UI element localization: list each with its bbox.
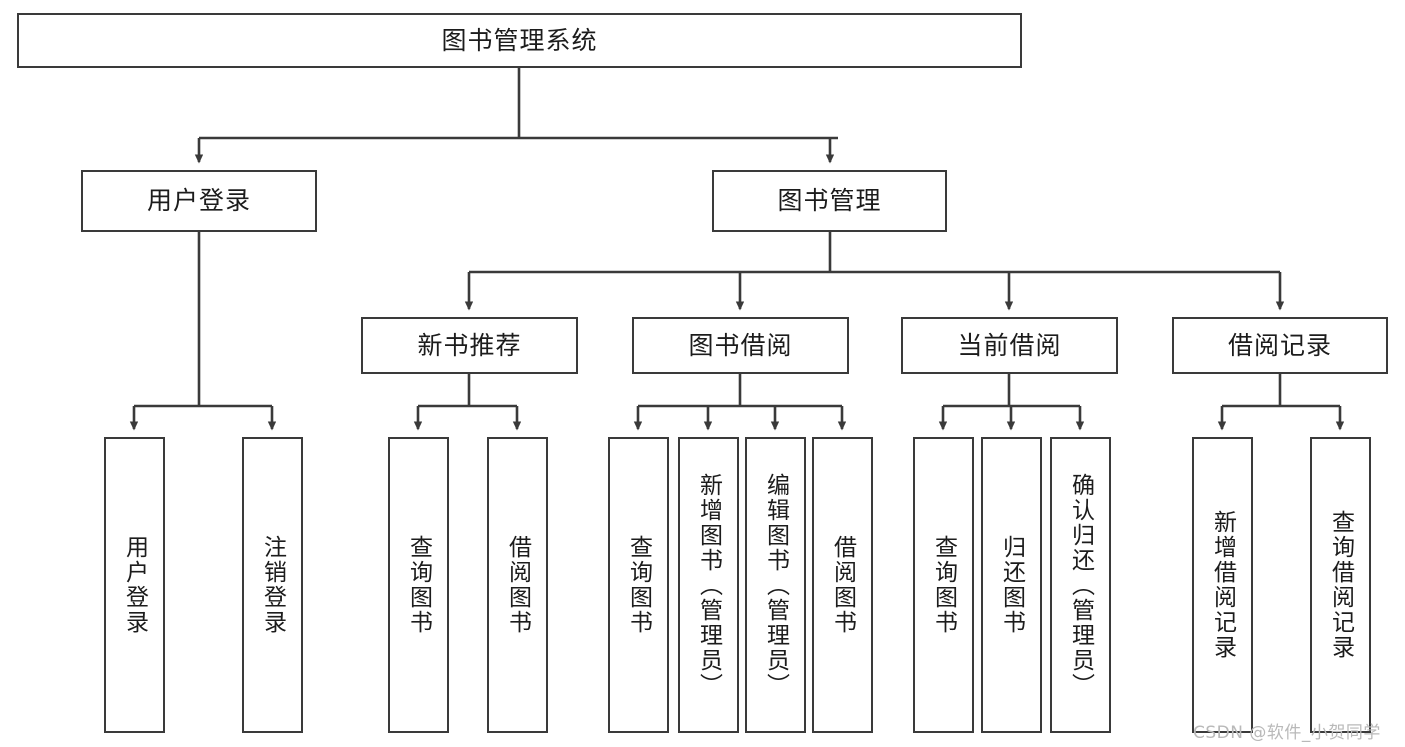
leaf-label: 新增图书（管理员） <box>695 472 722 698</box>
leaf-label: 确认归还（管理员） <box>1067 472 1094 698</box>
node-new-book-recommend[interactable]: 新书推荐 <box>361 317 578 374</box>
leaf-user-login[interactable]: 用户登录 <box>104 437 165 733</box>
leaf-label: 归还图书 <box>998 535 1025 635</box>
leaf-label: 查询图书 <box>930 535 957 635</box>
node-root-label: 图书管理系统 <box>441 25 598 55</box>
leaf-label: 借阅图书 <box>504 535 531 635</box>
leaf-borrow-book-newbook[interactable]: 借阅图书 <box>487 437 548 733</box>
node-borrow-records[interactable]: 借阅记录 <box>1172 317 1388 374</box>
leaf-label: 编辑图书（管理员） <box>762 472 789 698</box>
leaf-borrow-book[interactable]: 借阅图书 <box>812 437 873 733</box>
node-book-management[interactable]: 图书管理 <box>712 170 947 232</box>
node-label: 当前借阅 <box>957 330 1062 360</box>
leaf-label: 查询图书 <box>405 535 432 635</box>
leaf-label: 查询图书 <box>625 535 652 635</box>
leaf-confirm-return-admin[interactable]: 确认归还（管理员） <box>1050 437 1111 733</box>
leaf-return-book[interactable]: 归还图书 <box>981 437 1042 733</box>
node-label: 图书管理 <box>777 186 882 216</box>
node-label: 图书借阅 <box>688 330 793 360</box>
leaf-logout[interactable]: 注销登录 <box>242 437 303 733</box>
leaf-label: 用户登录 <box>121 535 148 635</box>
node-user-login[interactable]: 用户登录 <box>81 170 317 232</box>
leaf-edit-book-admin[interactable]: 编辑图书（管理员） <box>745 437 806 733</box>
node-root-system[interactable]: 图书管理系统 <box>17 13 1022 68</box>
leaf-query-book-current[interactable]: 查询图书 <box>913 437 974 733</box>
leaf-query-book-borrow[interactable]: 查询图书 <box>608 437 669 733</box>
node-label: 新书推荐 <box>417 330 522 360</box>
node-label: 借阅记录 <box>1227 330 1332 360</box>
leaf-query-book-newbook[interactable]: 查询图书 <box>388 437 449 733</box>
node-book-borrow[interactable]: 图书借阅 <box>632 317 849 374</box>
node-current-borrow[interactable]: 当前借阅 <box>901 317 1118 374</box>
leaf-query-borrow-record[interactable]: 查询借阅记录 <box>1310 437 1371 733</box>
leaf-label: 新增借阅记录 <box>1209 510 1236 660</box>
leaf-add-book-admin[interactable]: 新增图书（管理员） <box>678 437 739 733</box>
csdn-watermark: CSDN @软件_小贺同学 <box>1193 723 1381 743</box>
leaf-add-borrow-record[interactable]: 新增借阅记录 <box>1192 437 1253 733</box>
leaf-label: 查询借阅记录 <box>1327 510 1354 660</box>
leaf-label: 注销登录 <box>259 535 286 635</box>
leaf-label: 借阅图书 <box>829 535 856 635</box>
node-label: 用户登录 <box>146 186 251 216</box>
